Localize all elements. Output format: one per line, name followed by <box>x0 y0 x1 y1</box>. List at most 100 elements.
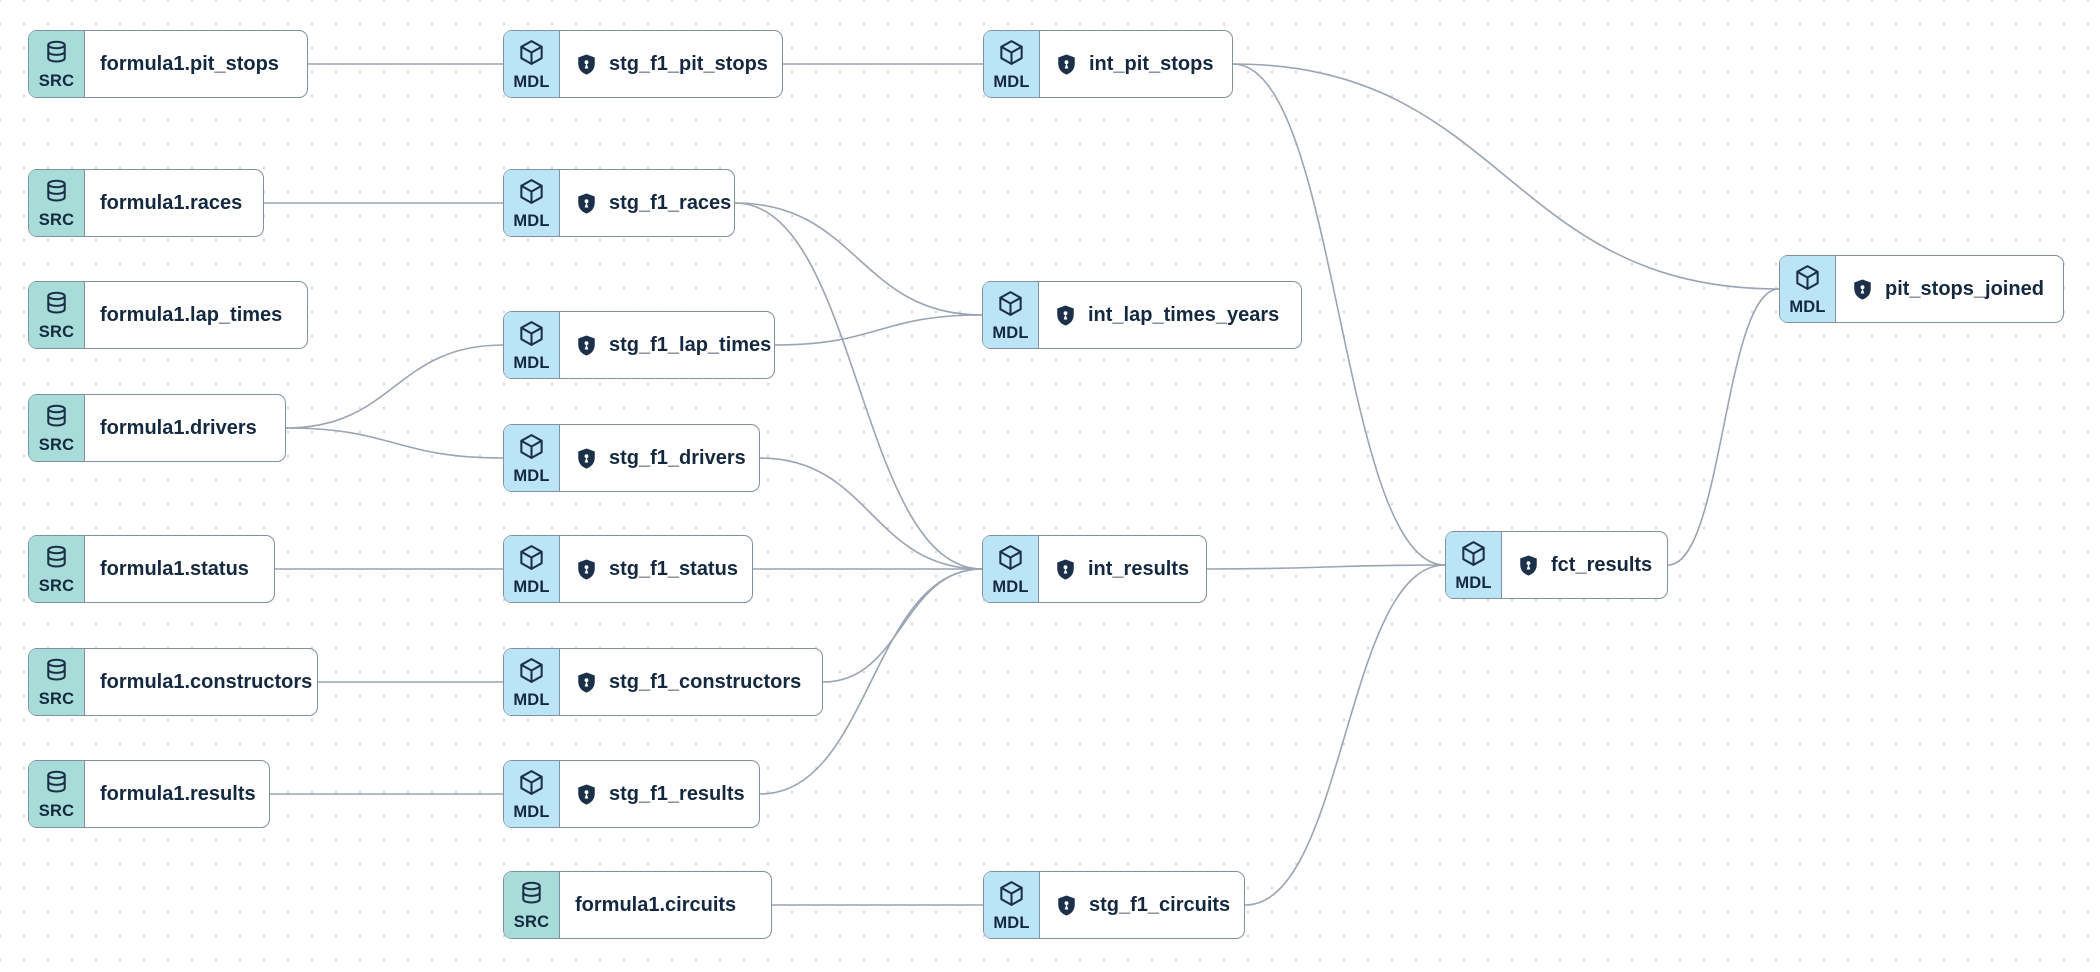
node-stg_f1_results[interactable]: MDL stg_f1_results <box>503 760 760 828</box>
node-label: stg_f1_races <box>609 191 732 214</box>
cube-icon <box>997 879 1026 913</box>
node-label: formula1.lap_times <box>100 303 283 326</box>
node-body: stg_f1_constructors <box>560 649 822 715</box>
node-type-badge: MDL <box>504 425 560 491</box>
cube-icon <box>517 432 546 466</box>
node-stg_f1_pit_stops[interactable]: MDL stg_f1_pit_stops <box>503 30 783 98</box>
node-type-badge: SRC <box>29 31 85 97</box>
edge-stg_f1_results-to-int_results <box>759 568 983 795</box>
node-type-badge: SRC <box>29 395 85 461</box>
node-type-code: MDL <box>992 577 1029 596</box>
cube-icon <box>517 38 546 72</box>
edge-stg_f1_races-to-int_lap_times_years <box>734 202 983 316</box>
node-int_lap_times_years[interactable]: MDL int_lap_times_years <box>982 281 1302 349</box>
node-label: formula1.races <box>100 191 243 214</box>
node-body: stg_f1_drivers <box>560 425 764 491</box>
node-type-badge: SRC <box>29 536 85 602</box>
node-body: formula1.pit_stops <box>85 31 307 97</box>
node-label: formula1.status <box>100 557 249 580</box>
cube-icon <box>1459 539 1488 573</box>
node-label: fct_results <box>1551 553 1653 576</box>
edge-int_results-to-fct_results <box>1206 564 1446 570</box>
node-type-code: MDL <box>513 802 550 821</box>
node-type-badge: MDL <box>504 312 560 378</box>
node-type-code: MDL <box>1455 573 1492 592</box>
edge-fct_results-to-pit_stops_joined <box>1667 288 1780 566</box>
node-formula1.pit_stops[interactable]: SRC formula1.pit_stops <box>28 30 308 98</box>
node-type-badge: MDL <box>1446 532 1502 598</box>
shield-icon <box>575 558 598 581</box>
node-type-code: SRC <box>38 322 75 341</box>
node-label: formula1.pit_stops <box>100 52 279 75</box>
node-stg_f1_races[interactable]: MDL stg_f1_races <box>503 169 735 237</box>
node-formula1.results[interactable]: SRC formula1.results <box>28 760 270 828</box>
node-body: int_pit_stops <box>1040 31 1232 97</box>
edge-src_drivers-to-stg_f1_drivers <box>285 427 504 459</box>
edge-stg_f1_drivers-to-int_results <box>759 457 983 570</box>
node-formula1.status[interactable]: SRC formula1.status <box>28 535 275 603</box>
node-body: int_results <box>1039 536 1207 602</box>
cube-icon <box>997 38 1026 72</box>
node-type-code: SRC <box>38 801 75 820</box>
node-int_results[interactable]: MDL int_results <box>982 535 1207 603</box>
database-icon <box>43 657 70 689</box>
node-type-code: MDL <box>513 577 550 596</box>
database-icon <box>43 290 70 322</box>
edge-int_pit_stops-to-pit_stops_joined <box>1232 63 1780 290</box>
shield-icon <box>1055 53 1078 76</box>
database-icon <box>43 544 70 576</box>
node-fct_results[interactable]: MDL fct_results <box>1445 531 1668 599</box>
shield-icon <box>575 783 598 806</box>
node-label: stg_f1_circuits <box>1089 893 1231 916</box>
node-type-code: MDL <box>513 353 550 372</box>
shield-icon <box>1055 894 1078 917</box>
node-formula1.circuits[interactable]: SRC formula1.circuits <box>503 871 772 939</box>
node-formula1.constructors[interactable]: SRC formula1.constructors <box>28 648 318 716</box>
edge-stg_f1_constructors-to-int_results <box>822 568 983 683</box>
node-body: stg_f1_results <box>560 761 763 827</box>
node-stg_f1_status[interactable]: MDL stg_f1_status <box>503 535 753 603</box>
node-label: formula1.constructors <box>100 670 313 693</box>
database-icon <box>43 178 70 210</box>
node-type-code: MDL <box>513 690 550 709</box>
shield-icon <box>1517 554 1540 577</box>
node-formula1.lap_times[interactable]: SRC formula1.lap_times <box>28 281 308 349</box>
shield-icon <box>575 53 598 76</box>
database-icon <box>43 39 70 71</box>
node-type-badge: SRC <box>29 761 85 827</box>
node-body: stg_f1_races <box>560 170 749 236</box>
node-type-badge: SRC <box>29 649 85 715</box>
edge-stg_f1_races-to-int_results <box>734 202 983 570</box>
node-body: stg_f1_status <box>560 536 756 602</box>
node-type-code: SRC <box>513 912 550 931</box>
node-type-badge: MDL <box>504 649 560 715</box>
node-stg_f1_constructors[interactable]: MDL stg_f1_constructors <box>503 648 823 716</box>
node-type-code: MDL <box>513 211 550 230</box>
node-label: stg_f1_pit_stops <box>609 52 768 75</box>
node-type-code: SRC <box>38 576 75 595</box>
node-body: int_lap_times_years <box>1039 282 1301 348</box>
node-label: formula1.results <box>100 782 256 805</box>
cube-icon <box>517 177 546 211</box>
node-body: formula1.status <box>85 536 274 602</box>
shield-icon <box>575 192 598 215</box>
node-type-code: SRC <box>38 71 75 90</box>
node-label: formula1.circuits <box>575 893 737 916</box>
shield-icon <box>1851 278 1874 301</box>
shield-icon <box>1054 558 1077 581</box>
node-type-code: MDL <box>992 323 1029 342</box>
node-body: formula1.drivers <box>85 395 285 461</box>
node-type-badge: MDL <box>504 31 560 97</box>
node-label: stg_f1_constructors <box>609 670 802 693</box>
cube-icon <box>1793 263 1822 297</box>
shield-icon <box>575 447 598 470</box>
